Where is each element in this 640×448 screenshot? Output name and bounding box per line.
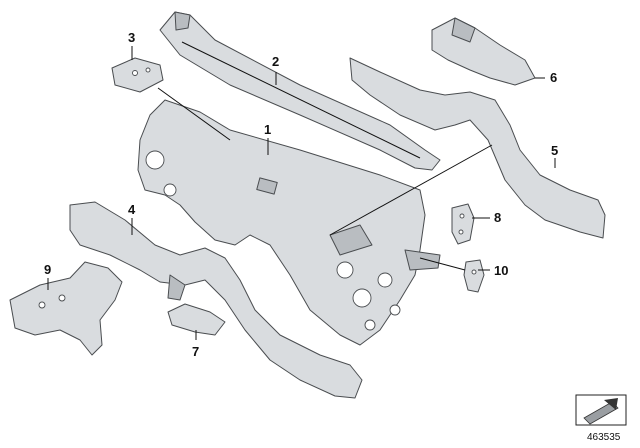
callout-8: 8	[494, 210, 501, 225]
callout-10: 10	[494, 263, 508, 278]
callout-2: 2	[272, 54, 279, 69]
part-2-cowl-panel	[159, 11, 441, 171]
part-9-bracket	[9, 261, 123, 356]
arrow-in-box-icon	[575, 394, 627, 426]
part-3-bracket	[111, 57, 164, 93]
callout-7: 7	[192, 344, 199, 359]
part-10-bracket	[463, 259, 485, 293]
part-4-wheel-arch	[69, 201, 363, 399]
part-1-bulkhead	[137, 99, 441, 346]
callout-3: 3	[128, 30, 135, 45]
leader-lines	[47, 46, 556, 340]
leader-10b	[419, 257, 466, 271]
part-7-bracket	[167, 303, 226, 336]
part-6-panel	[431, 17, 536, 86]
callout-4: 4	[128, 202, 136, 217]
part-8-bracket	[451, 203, 475, 245]
part-5-wheel-arch	[349, 57, 606, 239]
callout-9: 9	[44, 262, 51, 277]
callout-5: 5	[551, 143, 558, 158]
leader-1b	[329, 144, 493, 236]
leader-3b	[157, 87, 231, 141]
callout-1: 1	[264, 122, 271, 137]
callout-6: 6	[550, 70, 557, 85]
diagram-number: 463535	[587, 432, 621, 443]
